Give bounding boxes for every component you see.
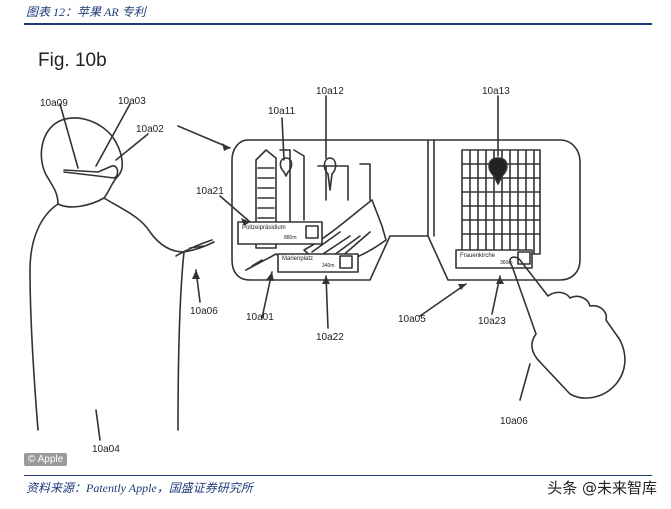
- label-10a12: 10a12: [316, 86, 344, 97]
- person-hand: [175, 239, 213, 257]
- pin-icon-3: [488, 157, 508, 185]
- figure-title: Fig. 10b: [38, 50, 107, 71]
- watermark: 头条 @未来智库: [547, 479, 657, 497]
- card3-distance: 360m: [500, 260, 513, 266]
- label-10a11: 10a11: [268, 106, 296, 117]
- info-card-3: [455, 249, 533, 269]
- header-divider: [24, 23, 652, 25]
- label-10a01: 10a01: [246, 312, 274, 323]
- card2-title: Marienplatz: [282, 256, 314, 262]
- person-glasses: [63, 165, 119, 179]
- label-10a21: 10a21: [196, 186, 224, 197]
- label-10a23: 10a23: [478, 316, 506, 327]
- label-10a06-left: 10a06: [190, 306, 218, 317]
- footer-divider: [24, 475, 652, 476]
- copyright-badge: © Apple: [24, 453, 68, 466]
- pointing-hand: [509, 256, 626, 399]
- label-10a04: 10a04: [92, 444, 120, 455]
- card2-distance: 340m: [322, 263, 335, 269]
- label-10a03: 10a03: [118, 96, 146, 107]
- card1-title: Polizeipräsidium: [242, 225, 286, 231]
- label-10a02: 10a02: [136, 124, 164, 135]
- pin-icon-2: [323, 157, 337, 191]
- pin-icon-1: [279, 157, 293, 177]
- label-10a09: 10a09: [40, 98, 68, 109]
- label-10a22: 10a22: [316, 332, 344, 343]
- label-10a06-right: 10a06: [500, 416, 528, 427]
- source-note: 资料来源：Patently Apple，国盛证券研究所: [26, 481, 253, 495]
- card3-title: Frauenkirche: [460, 253, 496, 259]
- figure-caption: 图表 12：苹果 AR 专利: [26, 5, 146, 19]
- card1-distance: 880m: [284, 235, 297, 241]
- info-card-2: [277, 253, 359, 273]
- person-head: [40, 117, 124, 208]
- person-body: [29, 197, 215, 431]
- info-card-1: [237, 221, 323, 245]
- label-10a05: 10a05: [398, 314, 426, 325]
- label-10a13: 10a13: [482, 86, 510, 97]
